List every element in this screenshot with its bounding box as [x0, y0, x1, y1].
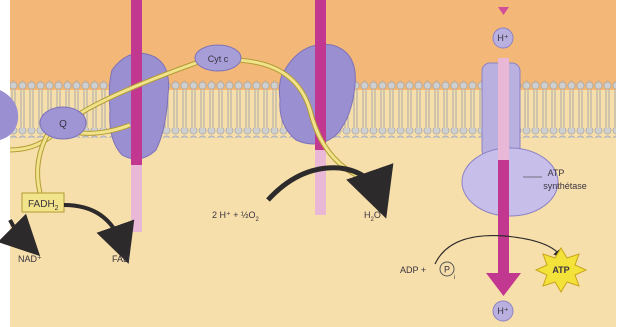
atp-synthase-label-line2: synthétase	[543, 181, 587, 191]
right-margin	[616, 0, 626, 327]
atp-synthase-proton-channel-lower	[498, 160, 509, 273]
proton-bottom-label: H⁺	[497, 306, 508, 316]
fad-label: FAD	[112, 254, 130, 264]
phosphate-subscript: i	[454, 275, 455, 281]
atp-synthase-label-line1: ATP	[548, 168, 565, 178]
cyt-c-label: Cyt c	[208, 54, 229, 64]
proton-channel-complex-iv-lower	[315, 150, 326, 215]
left-margin	[0, 0, 10, 327]
proton-top-label: H⁺	[497, 33, 508, 43]
proton-channel-complex-iii-lower	[131, 165, 142, 232]
q-label: Q	[59, 119, 67, 130]
adp-label: ADP +	[400, 265, 426, 275]
nad-label: NAD⁺	[18, 254, 42, 264]
atp-label: ATP	[552, 265, 569, 275]
phosphate-label: P	[444, 265, 450, 275]
